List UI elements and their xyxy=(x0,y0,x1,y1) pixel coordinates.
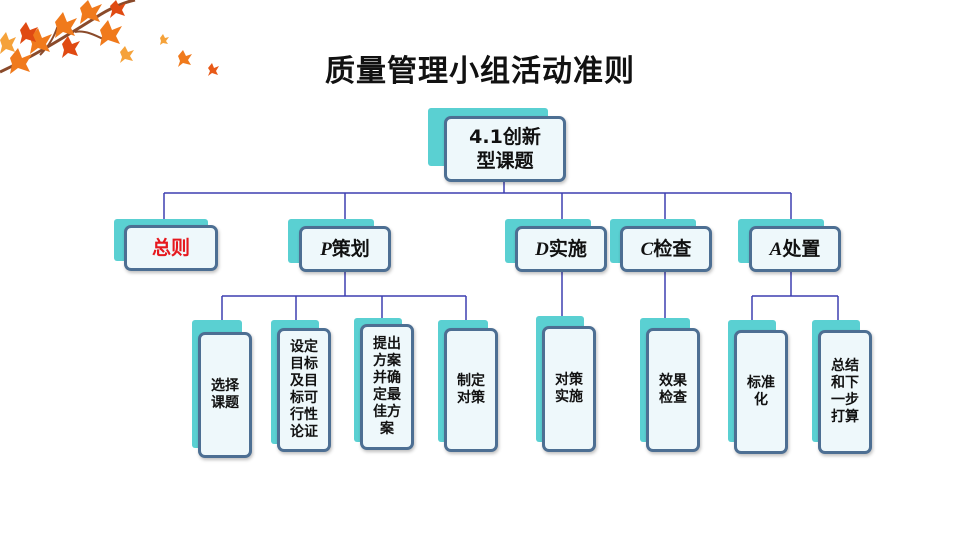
leaf-line: 标可 xyxy=(290,390,318,406)
leaf-line: 实施 xyxy=(555,389,583,405)
leaf-line: 一步 xyxy=(831,392,859,408)
node-do-letter: D xyxy=(535,238,549,260)
leaf-line: 及目 xyxy=(290,373,318,389)
leaf-line: 方案 xyxy=(373,353,401,369)
leaf-line: 行性 xyxy=(290,407,318,423)
leaf-line: 标准 xyxy=(747,375,775,391)
leaf-line: 论证 xyxy=(290,424,318,440)
node-check-letter: C xyxy=(640,238,654,260)
leaf-line: 打算 xyxy=(831,409,859,425)
leaf-line: 效果 xyxy=(659,373,687,389)
leaf-line: 对策 xyxy=(555,372,583,388)
leaf-line: 定最 xyxy=(373,387,401,403)
root-line-2: 型课题 xyxy=(476,150,534,172)
leaf-line: 目标 xyxy=(290,356,318,372)
node-plan-letter: P xyxy=(320,238,332,260)
leaf-line: 和下 xyxy=(831,375,859,391)
maple-branch-decoration xyxy=(0,0,219,76)
leaf-line: 选择 xyxy=(211,378,239,394)
node-do-label: 实施 xyxy=(548,237,587,260)
leaf-line: 检查 xyxy=(659,390,687,406)
leaf-line: 提出 xyxy=(373,336,401,352)
page-title: 质量管理小组活动准则 xyxy=(325,54,635,89)
leaf-line: 总结 xyxy=(831,358,859,374)
leaf-line: 课题 xyxy=(211,395,239,411)
node-general-label: 总则 xyxy=(151,237,190,259)
node-act-letter: A xyxy=(769,238,783,260)
leaf-line: 设定 xyxy=(290,339,318,355)
leaf-line: 案 xyxy=(380,421,394,437)
leaf-line: 对策 xyxy=(457,390,485,406)
leaf-line: 并确 xyxy=(373,370,401,386)
node-plan-label: 策划 xyxy=(331,237,370,260)
leaf-line: 制定 xyxy=(457,373,485,389)
leaf-line: 化 xyxy=(754,392,768,408)
root-line-1: 4.1创新 xyxy=(469,126,541,148)
node-check-label: 检查 xyxy=(653,237,692,260)
leaf-line: 佳方 xyxy=(373,404,401,420)
node-act-label: 处置 xyxy=(782,237,821,260)
